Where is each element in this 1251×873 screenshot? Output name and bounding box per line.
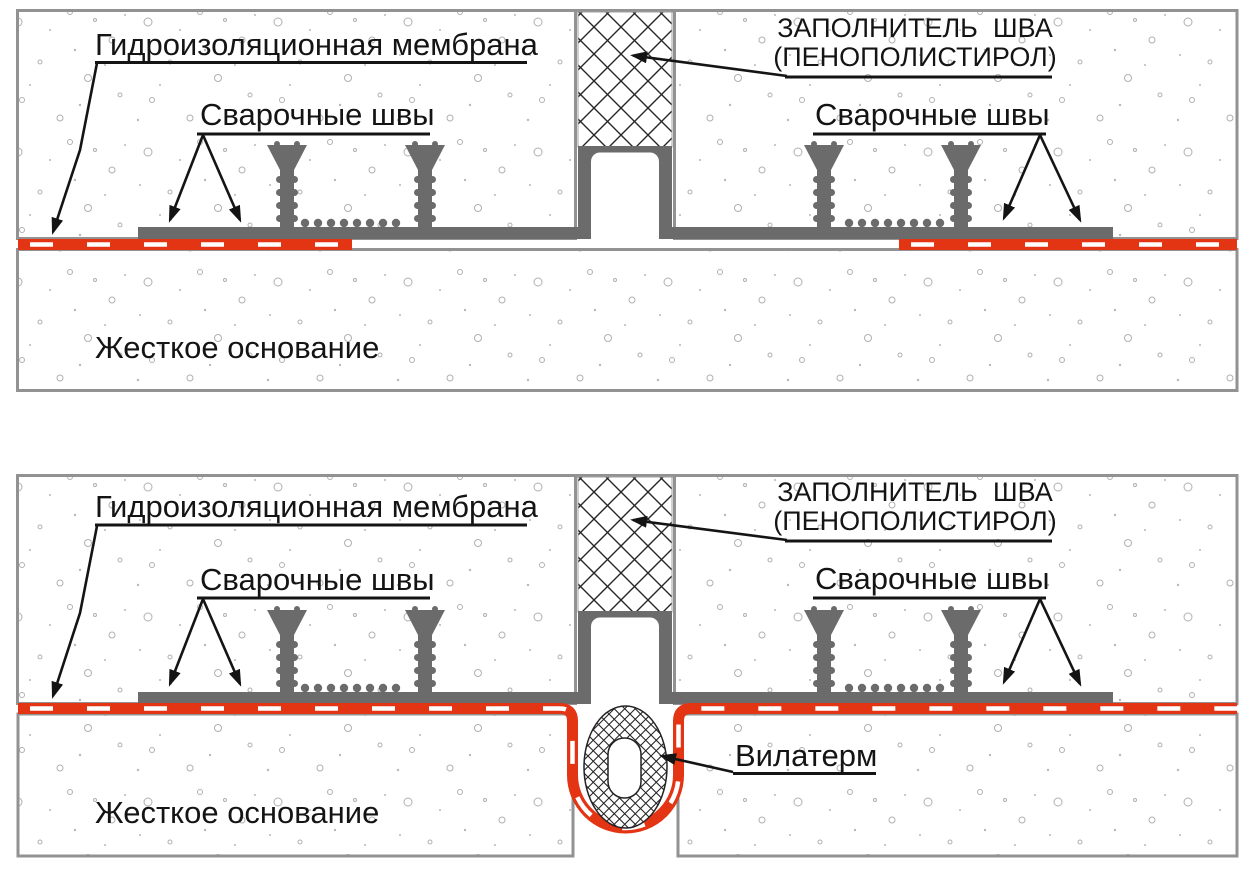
rigid-base-block-left — [16, 712, 575, 858]
weld-seams-left-label: Сварочные швы — [200, 562, 435, 597]
rigid-base-label: Жесткое основание — [95, 330, 379, 365]
joint-filler-label-line1: ЗАПОЛНИТЕЛЬ ШВА — [777, 477, 1053, 507]
vilaterm-label: Вилатерм — [735, 738, 877, 773]
vilaterm-center-hole — [607, 737, 642, 799]
membrane-leader-arrow — [51, 525, 99, 699]
weld-seams-left-label: Сварочные швы — [200, 97, 435, 132]
weld-left-arrow-2 — [201, 134, 242, 223]
membrane-label: Гидроизоляционная мембрана — [95, 489, 539, 524]
rigid-base-label: Жесткое основание — [95, 795, 379, 830]
weld-seams-right-label: Сварочные швы — [815, 561, 1050, 596]
weld-seams-right-label: Сварочные швы — [815, 97, 1050, 132]
joint-filler-label-line1: ЗАПОЛНИТЕЛЬ ШВА — [777, 13, 1053, 43]
diagram-bottom: Гидроизоляционная мембрана Сварочные швы… — [16, 472, 1239, 858]
rigid-base-block-right — [676, 712, 1239, 858]
weld-right-arrow-1 — [1002, 598, 1042, 685]
weld-left-arrow-1 — [168, 598, 205, 687]
joint-filler-label-line2: (ПЕНОПОЛИСТИРОЛ) — [773, 42, 1056, 72]
membrane-leader-arrow — [51, 62, 99, 235]
diagram-top: Гидроизоляционная мембрана Сварочные швы… — [16, 7, 1239, 392]
rigid-base-block — [16, 248, 1239, 392]
joint-filler-label-line2: (ПЕНОПОЛИСТИРОЛ) — [773, 506, 1056, 536]
membrane-label: Гидроизоляционная мембрана — [95, 27, 539, 62]
vilaterm-arrow — [659, 753, 734, 774]
joint-filler-arrow — [630, 515, 788, 542]
weld-right-arrow-2 — [1038, 598, 1082, 687]
weld-right-arrow-2 — [1038, 134, 1082, 223]
weld-left-arrow-2 — [201, 598, 242, 687]
weld-left-arrow-1 — [168, 134, 205, 223]
weld-right-arrow-1 — [1002, 134, 1042, 221]
joint-filler-arrow — [630, 51, 788, 78]
